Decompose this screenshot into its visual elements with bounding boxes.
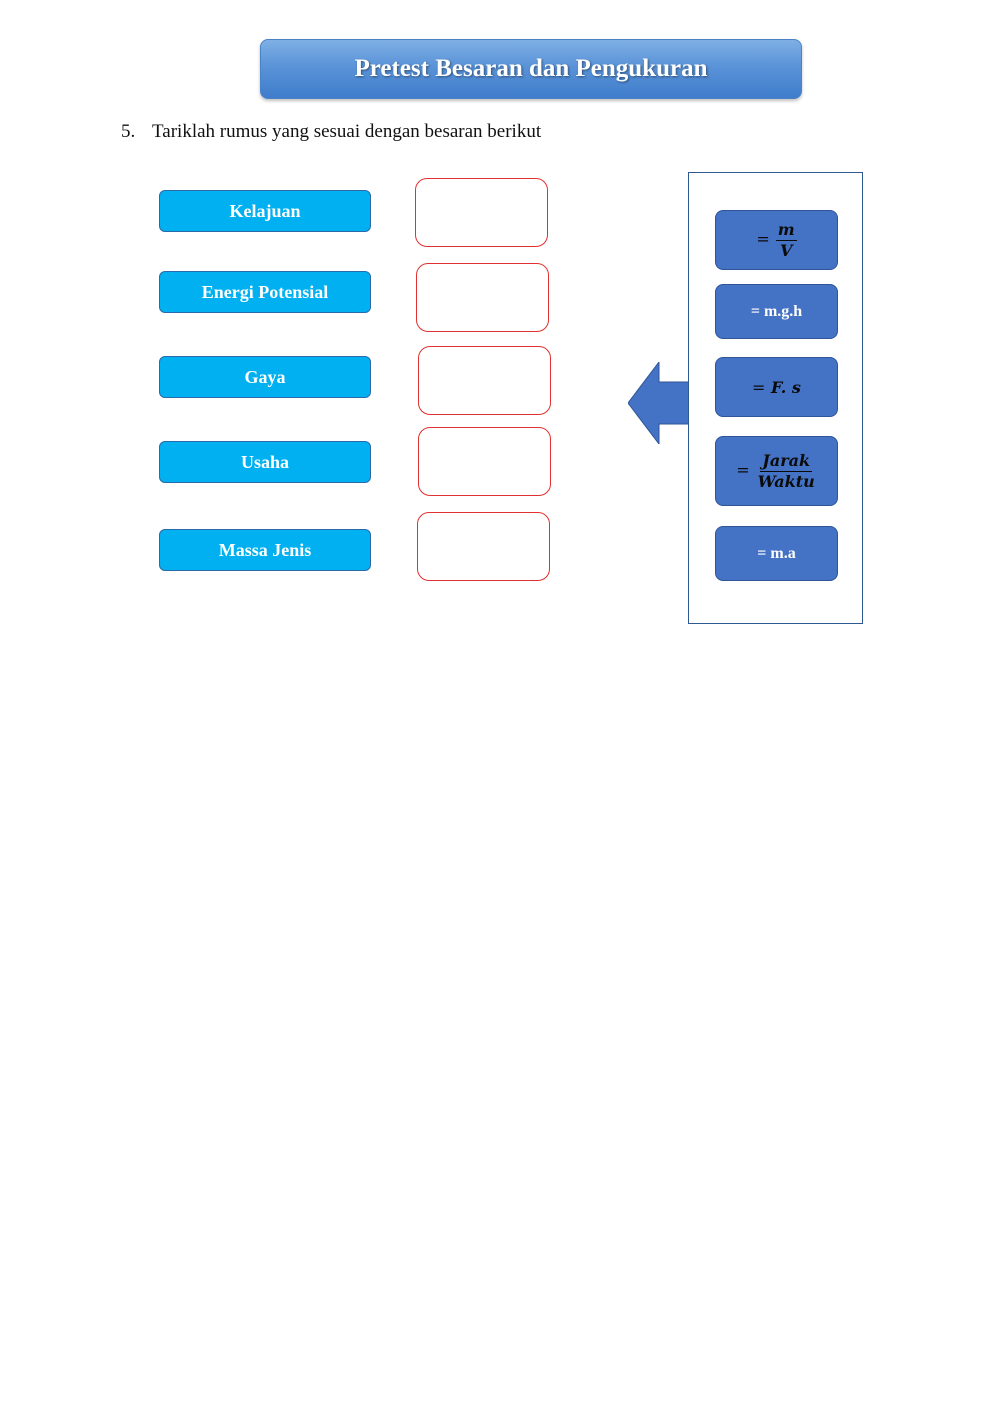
drop-zone-gaya[interactable]	[418, 346, 551, 415]
formula-mgh[interactable]: = m.g.h	[715, 284, 838, 339]
drop-zone-usaha[interactable]	[418, 427, 551, 496]
term-kelajuan[interactable]: Kelajuan	[159, 190, 371, 232]
equals-sign: =	[736, 460, 750, 480]
formula-ma[interactable]: = m.a	[715, 526, 838, 581]
drop-zone-massa-jenis[interactable]	[417, 512, 550, 581]
equals-sign: =	[752, 377, 766, 397]
term-gaya[interactable]: Gaya	[159, 356, 371, 398]
left-arrow-icon	[628, 362, 690, 444]
fraction-denominator: V	[779, 240, 793, 260]
formula-expression: F. s	[771, 377, 801, 397]
drop-zone-kelajuan[interactable]	[415, 178, 548, 247]
question-text: Tariklah rumus yang sesuai dengan besara…	[152, 121, 542, 142]
fraction-numerator: m	[775, 219, 797, 241]
term-energi-potensial[interactable]: Energi Potensial	[159, 271, 371, 313]
fraction-denominator: Waktu	[757, 471, 815, 491]
term-usaha[interactable]: Usaha	[159, 441, 371, 483]
title-banner: Pretest Besaran dan Pengukuran	[260, 39, 802, 99]
term-massa-jenis[interactable]: Massa Jenis	[159, 529, 371, 571]
question: 5. Tariklah rumus yang sesuai dengan besa…	[121, 121, 541, 143]
question-number: 5.	[121, 121, 136, 142]
fraction-numerator: Jarak	[760, 450, 813, 472]
drop-zone-energi-potensial[interactable]	[416, 263, 549, 332]
equals-sign: =	[756, 229, 770, 249]
page-title: Pretest Besaran dan Pengukuran	[354, 55, 708, 82]
formula-f-s[interactable]: = F. s	[715, 357, 838, 417]
